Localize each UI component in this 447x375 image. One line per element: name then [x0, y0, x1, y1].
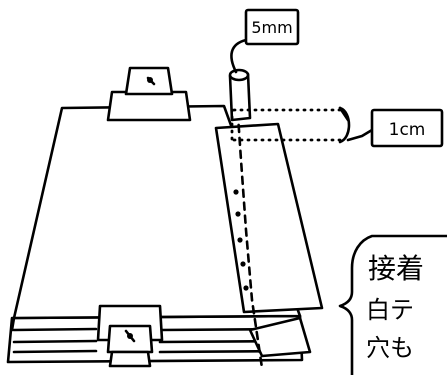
- label-1cm: 1cm: [370, 108, 444, 148]
- awl-tip: [228, 68, 252, 122]
- dotted-cylinder: [230, 106, 351, 144]
- note-title: 接着: [368, 252, 424, 285]
- label-5mm-text: 5mm: [251, 18, 292, 37]
- note-line1: 白テ: [366, 296, 414, 324]
- label-5mm: 5mm: [244, 8, 300, 46]
- guide-line-vertical: [234, 84, 264, 370]
- top-clip: [106, 66, 192, 122]
- bottom-clip: [96, 304, 164, 368]
- label-1cm-text: 1cm: [389, 120, 426, 140]
- note-line2: 穴も: [366, 334, 414, 362]
- leader-1cm: [346, 128, 374, 142]
- note-bubble: 接着 白テ 穴も: [338, 234, 447, 375]
- leader-5mm: [230, 38, 248, 74]
